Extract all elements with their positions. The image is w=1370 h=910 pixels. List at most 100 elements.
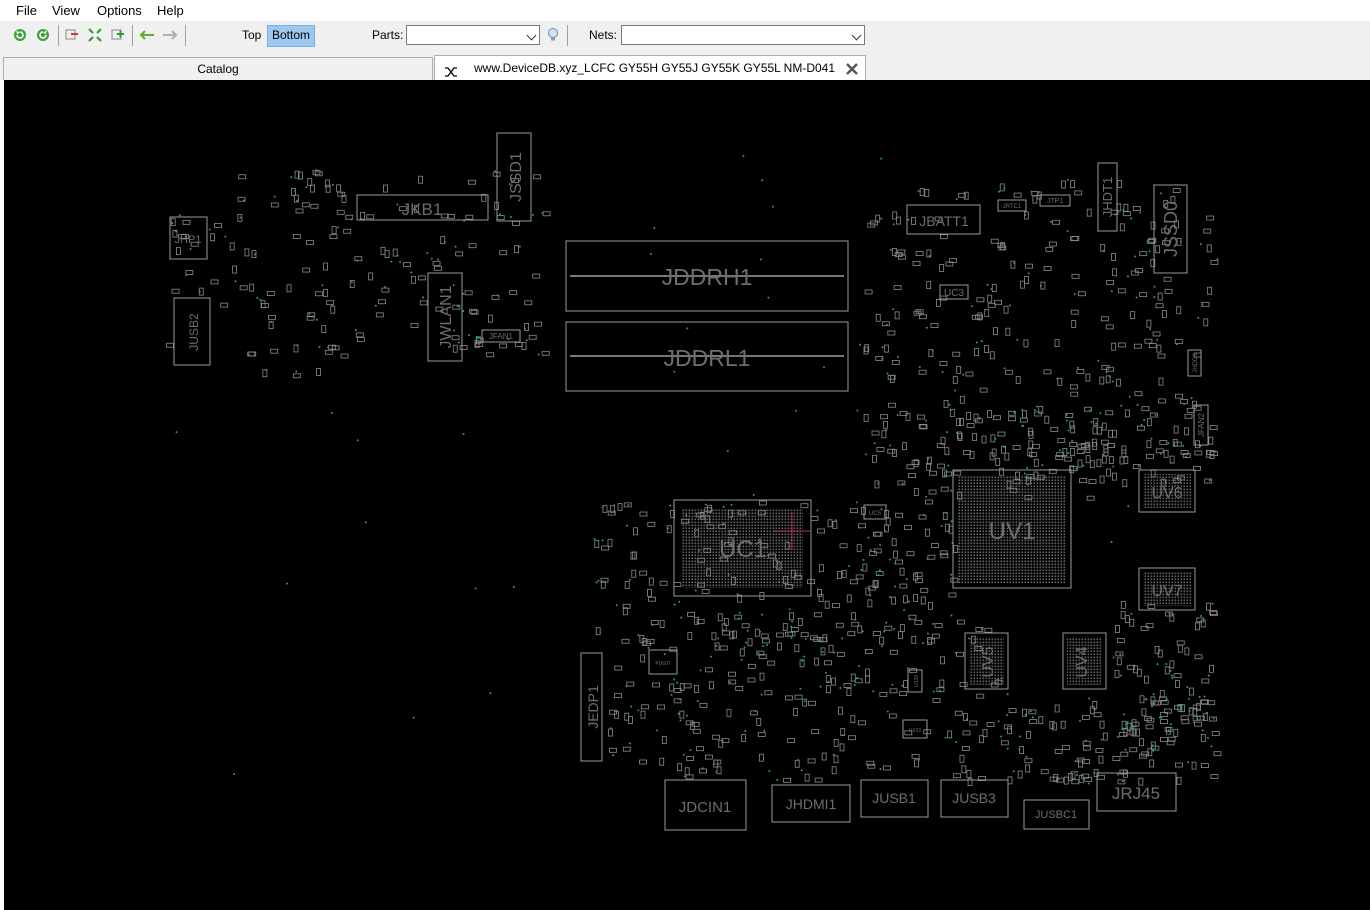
part-jedp1[interactable]: JEDP1 — [580, 652, 603, 762]
smd-part — [959, 754, 965, 763]
menu-options[interactable]: Options — [97, 3, 142, 18]
part-jtp1[interactable]: JTP1 — [1039, 194, 1071, 207]
part-label: UV7 — [1151, 583, 1182, 600]
rotate-left-icon[interactable] — [11, 26, 29, 44]
part-uc3[interactable]: UC3 — [939, 284, 969, 300]
test-point — [927, 457, 930, 460]
test-point — [1120, 404, 1123, 407]
smd-part — [883, 420, 888, 429]
arrow-right-icon[interactable] — [161, 26, 179, 44]
smd-part — [1132, 206, 1141, 211]
part-uv5[interactable]: UV5 — [964, 632, 1009, 690]
part-jrtc1[interactable]: JRTC1 — [997, 199, 1027, 212]
part-uc5[interactable]: UC5 — [863, 504, 887, 520]
part-uv7[interactable]: UV7 — [1138, 567, 1196, 611]
test-point — [1171, 677, 1174, 680]
part-jddrh1[interactable]: JDDRH1 — [565, 240, 849, 312]
part-jusb3[interactable]: JUSB3 — [940, 779, 1009, 818]
bottom-side-button[interactable]: Bottom — [267, 25, 316, 47]
menu-view[interactable]: View — [52, 3, 80, 18]
smd-part — [1181, 719, 1190, 725]
smd-part — [873, 631, 881, 636]
part-uv6[interactable]: UV6 — [1138, 469, 1196, 513]
smd-part — [856, 544, 862, 553]
part-jddrl1[interactable]: JDDRL1 — [565, 321, 849, 392]
smd-part — [661, 736, 667, 744]
test-point — [331, 304, 334, 307]
part-jusb2[interactable]: JUSB2 — [173, 297, 211, 366]
part-jfan1[interactable]: JFAN1 — [481, 329, 521, 343]
zoom-fit-icon[interactable] — [86, 26, 104, 44]
smd-part — [647, 521, 656, 527]
rotate-right-icon[interactable] — [34, 26, 52, 44]
zoom-in-icon[interactable] — [109, 26, 127, 44]
smd-part — [862, 563, 868, 572]
part-u138[interactable]: U138 — [907, 669, 923, 693]
board-canvas[interactable]: JKB1 JSSD1 JHP1 JUSB2 JWLAN1 JFAN1 JDDRH… — [4, 80, 1370, 910]
parts-combobox[interactable] — [406, 25, 540, 45]
test-point — [1170, 674, 1173, 677]
part-jhdmi1[interactable]: JHDMI1 — [771, 784, 851, 823]
smd-part — [622, 603, 631, 609]
part-jusbc1[interactable]: JUSBC1 — [1023, 799, 1090, 830]
smd-part — [307, 312, 316, 318]
part-jhp1[interactable]: JHP1 — [169, 216, 208, 260]
part-jrj45[interactable]: JRJ45 — [1096, 772, 1177, 812]
part-uv1[interactable]: UV1 — [952, 469, 1072, 589]
smd-part — [843, 683, 852, 688]
part-jwlan1[interactable]: JWLAN1 — [427, 272, 463, 362]
test-point — [1124, 748, 1127, 751]
smd-part — [514, 342, 523, 347]
nets-combobox[interactable] — [621, 25, 865, 45]
toolbar: Top Bottom Parts: Nets: — [0, 21, 1370, 51]
bulb-icon[interactable] — [544, 26, 562, 44]
smd-part — [974, 418, 983, 424]
menu-help[interactable]: Help — [157, 3, 184, 18]
smd-part — [990, 434, 996, 443]
test-point — [950, 573, 953, 576]
smd-part — [1173, 728, 1179, 737]
part-jdcin1[interactable]: JDCIN1 — [664, 779, 747, 831]
smd-part — [721, 738, 730, 744]
smd-part — [711, 734, 720, 740]
part-label: UC5 — [869, 511, 882, 517]
smd-part — [957, 433, 963, 441]
test-point — [509, 216, 512, 219]
test-point — [1201, 729, 1204, 732]
part-jssd0[interactable]: JSSD0 — [1153, 184, 1188, 274]
test-point — [315, 169, 318, 172]
top-side-button[interactable]: Top — [242, 28, 262, 42]
smd-part — [499, 343, 508, 349]
test-point — [1175, 343, 1178, 346]
smd-part — [1038, 406, 1044, 414]
smd-part — [623, 502, 632, 508]
test-point — [1159, 452, 1162, 455]
test-point — [253, 253, 256, 256]
smd-part — [1057, 438, 1066, 443]
part-label: PU607 — [655, 661, 671, 667]
close-icon[interactable] — [845, 60, 859, 84]
part-jusb1[interactable]: JUSB1 — [860, 779, 929, 818]
arrow-left-icon[interactable] — [138, 26, 156, 44]
part-jhdd1[interactable]: JHDD1 — [1187, 349, 1202, 377]
part-jkb1[interactable]: JKB1 — [356, 194, 489, 221]
menu-file[interactable]: File — [16, 3, 37, 18]
part-jhdt1[interactable]: JHDT1 — [1097, 162, 1118, 232]
smd-part — [864, 289, 873, 295]
smd-part — [1159, 689, 1165, 698]
part-pu607[interactable]: PU607 — [648, 649, 678, 675]
tab-board-file[interactable]: www.DeviceDB.xyz_LCFC GY55H GY55J GY55K … — [434, 55, 866, 80]
part-uc1[interactable]: UC1 — [673, 499, 812, 597]
part-uv4[interactable]: UV4 — [1062, 632, 1107, 690]
part-jfan2[interactable]: JFAN2 — [1193, 404, 1209, 446]
zoom-out-icon[interactable] — [63, 26, 81, 44]
part-ux32[interactable]: UX32 — [902, 719, 928, 739]
tab-catalog[interactable]: Catalog — [3, 57, 433, 80]
smd-part — [794, 694, 803, 700]
test-point — [854, 618, 857, 621]
test-point — [683, 775, 686, 778]
smd-part — [1135, 268, 1143, 273]
part-jbatt1[interactable]: JBATT1 — [906, 204, 981, 235]
part-jssd1[interactable]: JSSD1 — [496, 132, 532, 222]
test-point — [498, 213, 501, 216]
